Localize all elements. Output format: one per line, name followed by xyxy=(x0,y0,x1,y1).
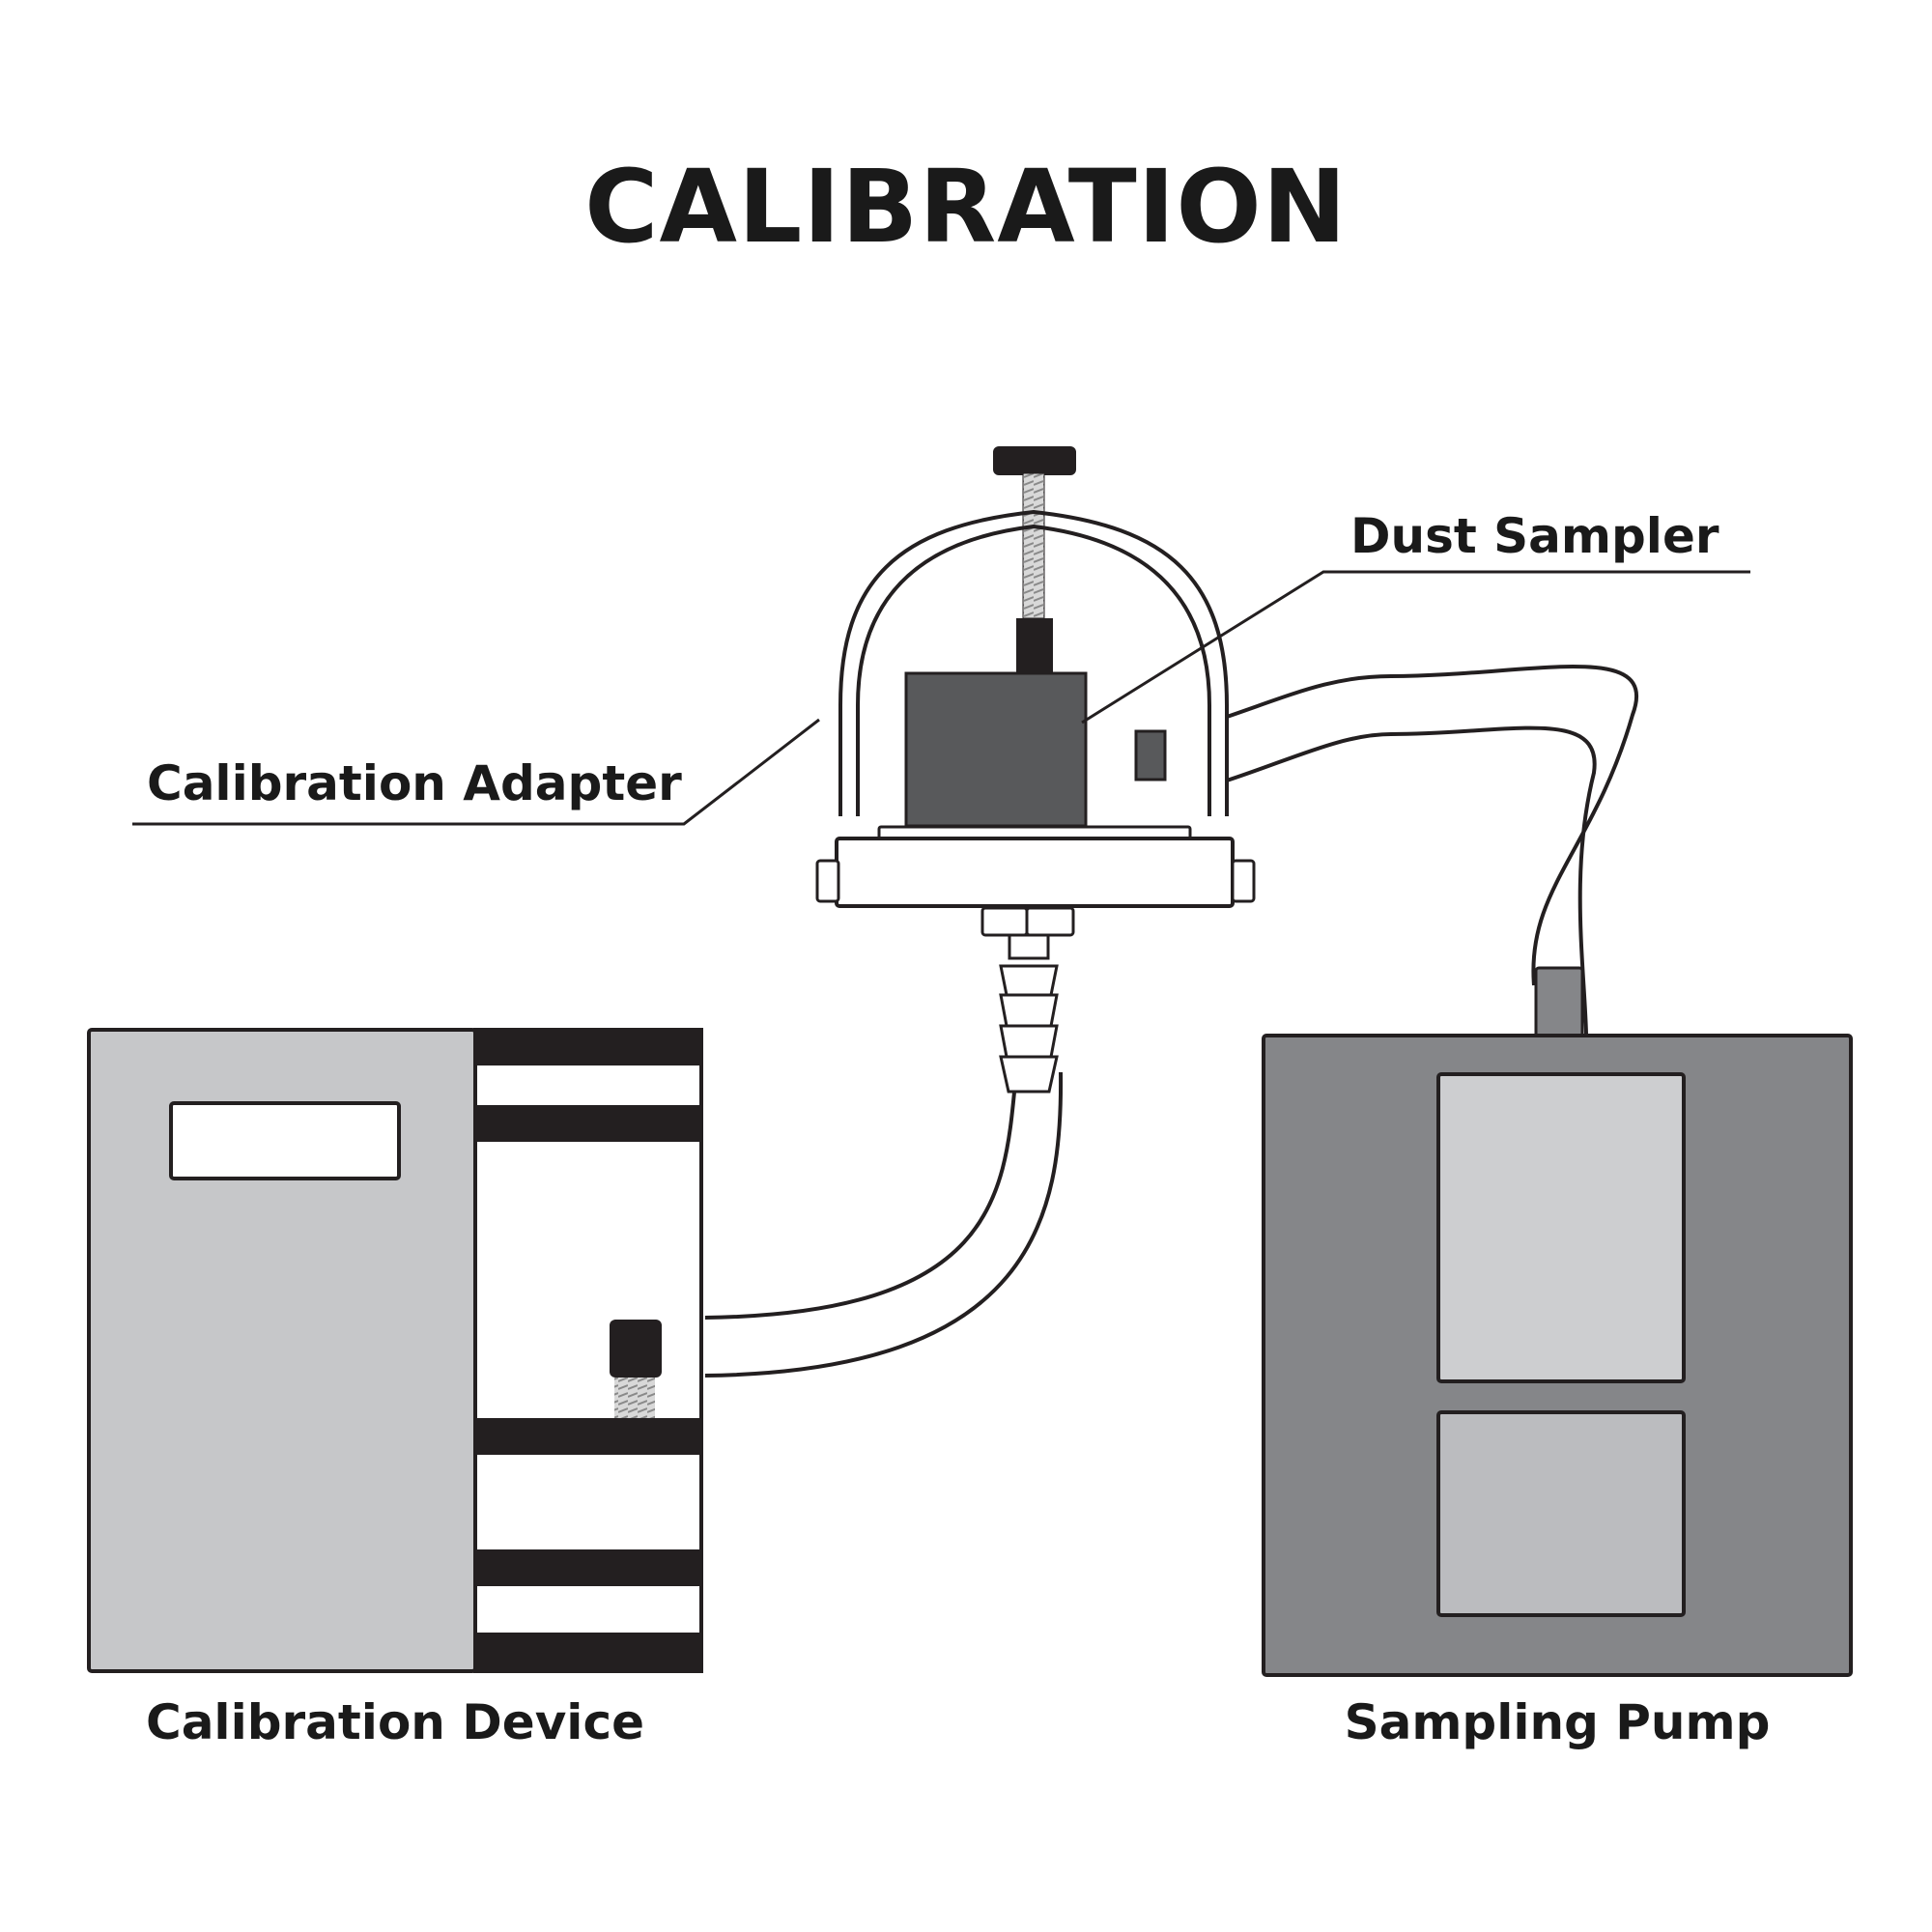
column-band-5 xyxy=(475,1633,701,1671)
leader-dust-sampler xyxy=(1081,570,1750,724)
sampling-pump xyxy=(1262,966,1853,1677)
column-band-4 xyxy=(475,1549,701,1586)
float-spring xyxy=(614,1378,655,1418)
label-calibration-adapter: Calibration Adapter xyxy=(147,755,682,811)
base-clip-left xyxy=(815,859,840,903)
leader-calibration-adapter xyxy=(132,718,820,826)
adapter-base xyxy=(835,837,1235,908)
label-calibration-device: Calibration Device xyxy=(146,1694,644,1750)
float-piston xyxy=(610,1320,662,1378)
base-clip-right xyxy=(1231,859,1256,903)
pump-panel-upper xyxy=(1436,1072,1686,1383)
dust-sampler-body xyxy=(904,671,1088,828)
column-band-3 xyxy=(475,1418,701,1455)
column-band-2 xyxy=(475,1105,701,1142)
device-display xyxy=(169,1101,401,1180)
label-dust-sampler: Dust Sampler xyxy=(1350,508,1719,564)
calibration-device xyxy=(87,1028,703,1673)
tube-device-to-adapter xyxy=(704,1071,1064,1378)
barbed-fitting xyxy=(999,964,1059,1094)
fitting-nut-left xyxy=(980,906,1029,937)
pump-inlet xyxy=(1534,966,1584,1039)
adapter-frame-outer xyxy=(838,509,1229,816)
pump-panel-lower xyxy=(1436,1410,1686,1617)
threaded-rod xyxy=(1022,472,1045,619)
column-band-1 xyxy=(475,1030,701,1065)
label-sampling-pump: Sampling Pump xyxy=(1345,1694,1771,1750)
diagram-title: CALIBRATION xyxy=(584,148,1348,266)
fitting-stem xyxy=(1008,933,1050,960)
calibration-adapter xyxy=(815,446,1256,1094)
adapter-frame-inner xyxy=(856,524,1211,816)
tube-pump-to-sampler xyxy=(1226,665,1639,1035)
sampler-outlet xyxy=(1134,729,1167,781)
plunger xyxy=(1016,618,1053,674)
adjustment-knob xyxy=(993,446,1076,475)
fitting-nut-right xyxy=(1025,906,1075,937)
